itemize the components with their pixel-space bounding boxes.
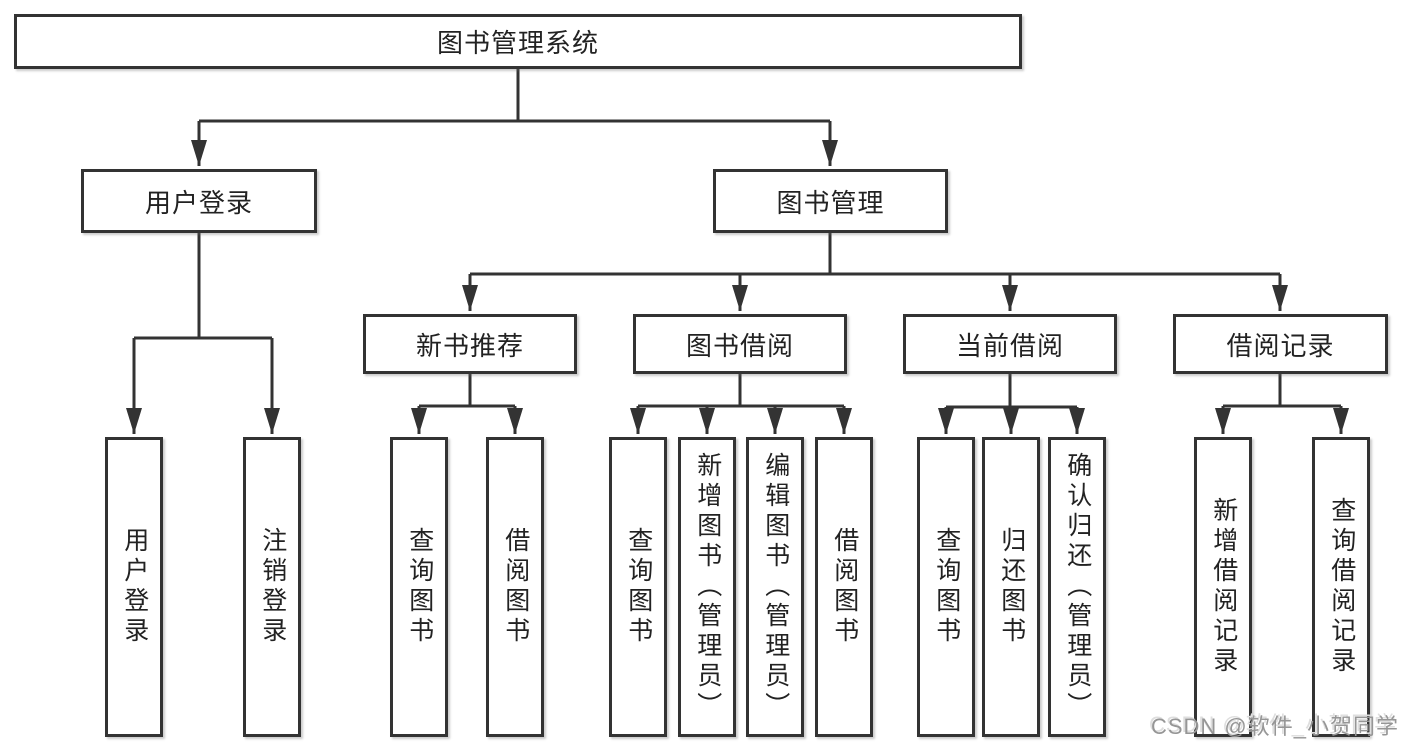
leaf-query-books-borrowing-label: 查询图书: [624, 527, 653, 647]
leaf-confirm-return-admin: 确认归还（管理员）: [1048, 437, 1106, 737]
leaf-edit-books-admin-label: 编辑图书（管理员）: [761, 452, 790, 722]
leaf-add-borrow-record: 新增借阅记录: [1194, 437, 1252, 737]
leaf-edit-books-admin: 编辑图书（管理员）: [746, 437, 804, 737]
node-library-system-label: 图书管理系统: [436, 28, 599, 58]
leaf-user-login: 用户登录: [105, 437, 163, 737]
leaf-borrow-books-borrowing-label: 借阅图书: [830, 527, 859, 647]
leaf-query-books-recommend: 查询图书: [390, 437, 448, 737]
leaf-query-books-current: 查询图书: [917, 437, 975, 737]
leaf-borrow-books-recommend-label: 借阅图书: [501, 527, 530, 647]
leaf-return-books-label: 归还图书: [997, 527, 1026, 647]
leaf-query-books-recommend-label: 查询图书: [405, 527, 434, 647]
connector-segments: [134, 69, 1341, 409]
node-book-borrowing-label: 图书借阅: [685, 330, 794, 361]
leaf-confirm-return-admin-label: 确认归还（管理员）: [1063, 452, 1092, 722]
leaf-user-login-label: 用户登录: [120, 527, 149, 647]
leaf-borrow-books-recommend: 借阅图书: [486, 437, 544, 737]
leaf-query-borrow-record: 查询借阅记录: [1312, 437, 1370, 737]
node-user-login-label: 用户登录: [144, 187, 253, 218]
leaf-add-borrow-record-label: 新增借阅记录: [1209, 497, 1238, 677]
leaf-return-books: 归还图书: [982, 437, 1040, 737]
node-book-management: 图书管理: [713, 169, 948, 233]
node-borrowing-records: 借阅记录: [1173, 314, 1388, 374]
leaf-query-books-current-label: 查询图书: [932, 527, 961, 647]
leaf-query-borrow-record-label: 查询借阅记录: [1327, 497, 1356, 677]
node-current-borrowing-label: 当前借阅: [955, 330, 1064, 361]
leaf-query-books-borrowing: 查询图书: [609, 437, 667, 737]
leaf-logout: 注销登录: [243, 437, 301, 737]
csdn-watermark: CSDN @软件_小贺同学: [1150, 714, 1399, 739]
node-library-system: 图书管理系统: [14, 14, 1022, 69]
leaf-add-books-admin: 新增图书（管理员）: [678, 437, 736, 737]
leaf-borrow-books-borrowing: 借阅图书: [815, 437, 873, 737]
node-book-management-label: 图书管理: [776, 187, 885, 218]
leaf-add-books-admin-label: 新增图书（管理员）: [693, 452, 722, 722]
node-new-book-recommend: 新书推荐: [363, 314, 577, 374]
node-book-borrowing: 图书借阅: [633, 314, 847, 374]
node-user-login: 用户登录: [81, 169, 317, 233]
node-current-borrowing: 当前借阅: [903, 314, 1117, 374]
node-borrowing-records-label: 借阅记录: [1226, 330, 1335, 361]
leaf-logout-label: 注销登录: [258, 527, 287, 647]
node-new-book-recommend-label: 新书推荐: [415, 330, 524, 361]
